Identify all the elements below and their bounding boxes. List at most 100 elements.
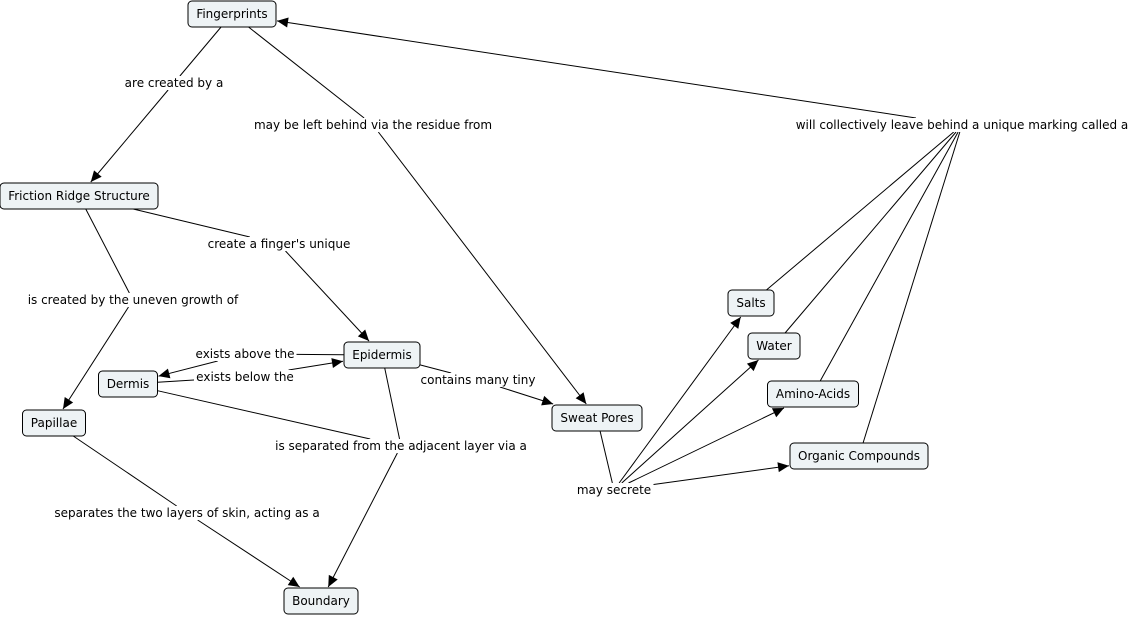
connector-line	[62, 306, 129, 410]
connector-line	[276, 20, 917, 119]
arrowhead-icon	[777, 462, 789, 473]
linking-phrase-label: exists above the	[196, 347, 295, 361]
linking-phrase-label: will collectively leave behind a unique …	[796, 118, 1129, 132]
concept-label: Epidermis	[352, 348, 412, 362]
linking-phrase-are-created-by-a[interactable]: are created by a	[122, 76, 226, 90]
linking-phrase-is-separated[interactable]: is separated from the adjacent layer via…	[273, 439, 529, 453]
connection-friction-ridge-structure-to-uneven-growth	[85, 208, 130, 294]
concept-box	[283, 587, 359, 615]
arrowhead-icon	[277, 17, 289, 28]
connector-line	[419, 364, 452, 374]
linking-phrase-exists-above[interactable]: exists above the	[193, 347, 297, 361]
linking-phrase-background	[194, 370, 296, 384]
connection-uneven-growth-to-papillae	[62, 306, 129, 410]
connector-line	[621, 359, 759, 484]
arrowhead-icon	[287, 576, 300, 587]
concept-boundary[interactable]: Boundary	[283, 587, 359, 615]
connector-line	[157, 379, 195, 383]
connector-line	[85, 208, 130, 294]
arrowhead-icon	[62, 397, 74, 409]
connection-friction-ridge-structure-to-create-unique	[133, 208, 250, 238]
linking-phrase-label: create a finger's unique	[208, 237, 351, 251]
connector-line	[327, 452, 398, 588]
connection-are-created-by-a-to-friction-ridge-structure	[90, 89, 169, 183]
linking-phrase-may-secrete[interactable]: may secrete	[574, 483, 654, 497]
arrowhead-icon	[730, 317, 741, 329]
linking-phrase-background	[574, 483, 654, 497]
connection-epidermis-to-contains-many-tiny	[419, 364, 452, 374]
concept-label: Papillae	[31, 416, 77, 430]
concept-epidermis[interactable]: Epidermis	[343, 341, 421, 369]
connector-line	[377, 131, 587, 405]
connection-dermis-to-is-separated	[157, 390, 371, 440]
connection-create-unique-to-epidermis	[285, 250, 370, 342]
concept-label: Boundary	[292, 594, 350, 608]
concept-papillae[interactable]: Papillae	[22, 409, 86, 437]
connection-fingerprints-to-are-created-by-a	[179, 26, 222, 77]
linking-phrase-label: is separated from the adjacent layer via…	[275, 439, 527, 453]
linking-phrase-background	[205, 237, 353, 251]
concept-box	[747, 332, 801, 360]
concept-dermis[interactable]: Dermis	[98, 370, 158, 398]
concept-label: Fingerprints	[196, 7, 267, 21]
linking-phrase-will-collectively-leave[interactable]: will collectively leave behind a unique …	[793, 118, 1131, 132]
linking-phrase-uneven-growth[interactable]: is created by the uneven growth of	[25, 293, 241, 307]
linking-phrase-label: are created by a	[125, 76, 224, 90]
linking-phrase-separates-two-layers[interactable]: separates the two layers of skin, acting…	[52, 506, 322, 520]
connection-amino-acids-to-will-collectively-leave	[819, 131, 959, 382]
concept-organic-compounds[interactable]: Organic Compounds	[789, 442, 929, 470]
arrowhead-icon	[541, 395, 554, 406]
connection-will-collectively-leave-to-fingerprints	[276, 17, 917, 119]
concept-sweat-pores[interactable]: Sweat Pores	[551, 404, 643, 432]
linking-phrase-label: exists below the	[196, 370, 294, 384]
connections-layer	[62, 17, 961, 588]
connection-papillae-to-separates-two-layers	[72, 435, 177, 507]
concept-friction-ridge-structure[interactable]: Friction Ridge Structure	[0, 182, 159, 210]
connector-line	[90, 89, 169, 183]
linking-phrase-label: contains many tiny	[421, 373, 536, 387]
connection-may-be-left-behind-to-sweat-pores	[377, 131, 587, 405]
concept-label: Water	[756, 339, 792, 353]
arrowhead-icon	[90, 170, 102, 182]
linking-phrase-background	[273, 439, 529, 453]
connector-line	[285, 250, 370, 342]
linking-phrase-background	[793, 118, 1131, 132]
connection-may-secrete-to-water	[621, 359, 759, 484]
connection-sweat-pores-to-may-secrete	[599, 430, 613, 484]
connection-may-secrete-to-organic-compounds	[653, 462, 790, 486]
linking-phrase-label: may be left behind via the residue from	[254, 118, 492, 132]
connector-line	[133, 208, 250, 238]
concept-box	[22, 409, 86, 437]
connection-may-secrete-to-salts	[618, 316, 742, 484]
connection-organic-compounds-to-will-collectively-leave	[862, 131, 961, 444]
connector-line	[766, 131, 955, 291]
linking-phrase-background	[418, 373, 538, 387]
arrowhead-icon	[771, 408, 784, 418]
linking-phrase-create-unique[interactable]: create a finger's unique	[205, 237, 353, 251]
connection-exists-above-to-dermis	[158, 360, 218, 379]
linking-phrase-exists-below[interactable]: exists below the	[194, 370, 296, 384]
connection-exists-below-to-epidermis	[288, 358, 344, 371]
connection-water-to-will-collectively-leave	[784, 131, 957, 334]
connector-line	[784, 131, 957, 334]
connector-line	[248, 26, 365, 119]
concept-box	[0, 182, 159, 210]
concept-amino-acids[interactable]: Amino-Acids	[767, 380, 859, 408]
linking-phrase-background	[122, 76, 226, 90]
concept-salts[interactable]: Salts	[727, 289, 775, 317]
connector-line	[197, 519, 300, 588]
linking-phrase-may-be-left-behind[interactable]: may be left behind via the residue from	[251, 118, 495, 132]
concept-box	[343, 341, 421, 369]
concept-label: Dermis	[107, 377, 150, 391]
connector-line	[72, 435, 177, 507]
concept-box	[727, 289, 775, 317]
arrowhead-icon	[328, 574, 338, 587]
linking-phrase-contains-many-tiny[interactable]: contains many tiny	[418, 373, 538, 387]
concept-water[interactable]: Water	[747, 332, 801, 360]
connection-separates-two-layers-to-boundary	[197, 519, 300, 588]
connector-line	[157, 390, 371, 440]
concept-fingerprints[interactable]: Fingerprints	[187, 0, 277, 28]
connector-line	[628, 407, 785, 484]
connection-contains-many-tiny-to-sweat-pores	[499, 386, 554, 406]
